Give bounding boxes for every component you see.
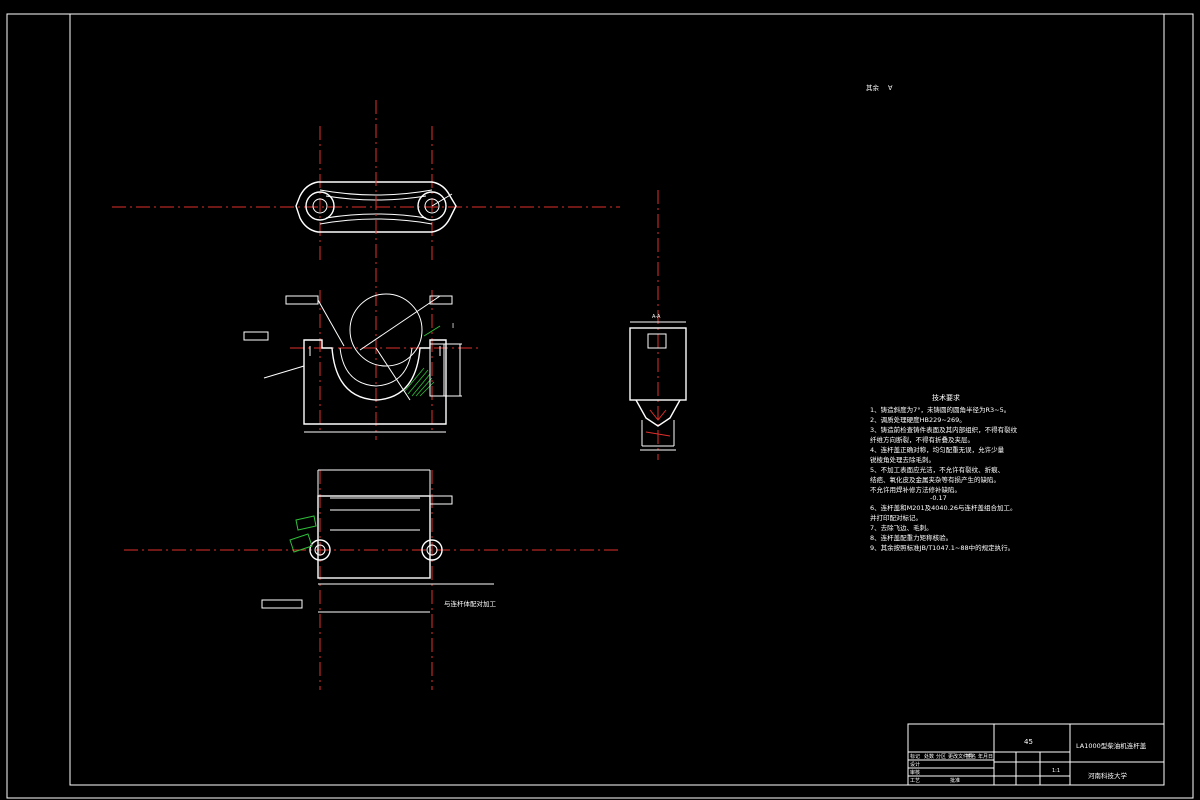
tech-req-item: 纤维方向断裂，不得有折叠及夹层。 bbox=[870, 435, 974, 444]
roughness-note: 其余 bbox=[866, 83, 880, 92]
scale: 1:1 bbox=[1052, 768, 1060, 774]
front-view: I bbox=[243, 100, 480, 440]
material: 45 bbox=[1024, 738, 1033, 746]
tech-req-item: 3、铸造前检查铸件表面及其内部组织，不得有裂纹 bbox=[870, 425, 1018, 434]
title-row-label: 签名 bbox=[966, 753, 976, 760]
tech-req-item: 锐棱角处理去除毛刺。 bbox=[870, 455, 935, 464]
title-row-label: 年月日 bbox=[978, 753, 993, 760]
roughness-symbol: ∀ bbox=[888, 84, 893, 92]
title-block: 标记 处数 分区 更改文件号 签名 年月日 设计 审核 工艺 批准 45 1:1… bbox=[907, 723, 1165, 786]
tech-req-item: 不允许用焊补修方法修补缺陷。 bbox=[870, 485, 961, 494]
tech-req-heading: 技术要求 bbox=[932, 393, 960, 402]
tech-req-item: 2、调质处理硬度HB229~269。 bbox=[870, 415, 966, 424]
title-row-label: 处数 bbox=[924, 753, 934, 760]
title-role: 设计 bbox=[910, 761, 920, 768]
tech-req-item: 8、连杆盖配重力矩称核验。 bbox=[870, 533, 952, 542]
tech-req-item: 5、不加工表面应光洁，不允许有裂纹、折痕、 bbox=[870, 465, 1004, 474]
title-role: 工艺 bbox=[910, 778, 920, 784]
tech-req-item: 并打印配对标记。 bbox=[870, 513, 922, 522]
detail-label: I bbox=[452, 322, 454, 330]
top-view bbox=[112, 126, 620, 260]
tech-req-item: 7、去除飞边、毛刺。 bbox=[870, 523, 933, 532]
drawing-title: LA1000型柴油机连杆盖 bbox=[1076, 741, 1147, 750]
title-row-label: 分区 bbox=[936, 753, 946, 760]
tech-req-item: 1、铸造斜度为7°，未铸圆的圆角半径为R3~5。 bbox=[870, 405, 1010, 414]
tech-req-item: 6、连杆盖和M201及4040.26与连杆盖组合加工。 bbox=[870, 503, 1017, 512]
tech-req-item: 结疤、氧化皮及金属夹杂等有损产生的缺陷。 bbox=[870, 475, 1000, 484]
outer-border bbox=[6, 13, 1194, 799]
tolerance-note: -0.17 bbox=[930, 494, 947, 502]
section-label: A-A bbox=[652, 314, 661, 320]
institution: 河南科技大学 bbox=[1088, 771, 1128, 780]
title-row-label: 标记 bbox=[910, 753, 920, 760]
tech-req-item: 4、连杆盖正确对称，均匀配重无误，允许少量 bbox=[870, 445, 1005, 454]
assembly-note: 与连杆体配对加工 bbox=[444, 599, 497, 608]
title-role: 批准 bbox=[950, 777, 960, 784]
section-view: A-A bbox=[629, 190, 687, 460]
inner-border bbox=[69, 13, 1165, 786]
technical-requirements: 技术要求 1、铸造斜度为7°，未铸圆的圆角半径为R3~5。 2、调质处理硬度HB… bbox=[870, 393, 1018, 552]
bottom-view: 与连杆体配对加工 bbox=[124, 469, 620, 690]
tech-req-item: 9、其余按照标准JB/T1047.1~88中的规定执行。 bbox=[870, 543, 1014, 552]
title-row-label: 更改文件号 bbox=[948, 753, 973, 760]
title-role: 审核 bbox=[910, 769, 920, 776]
